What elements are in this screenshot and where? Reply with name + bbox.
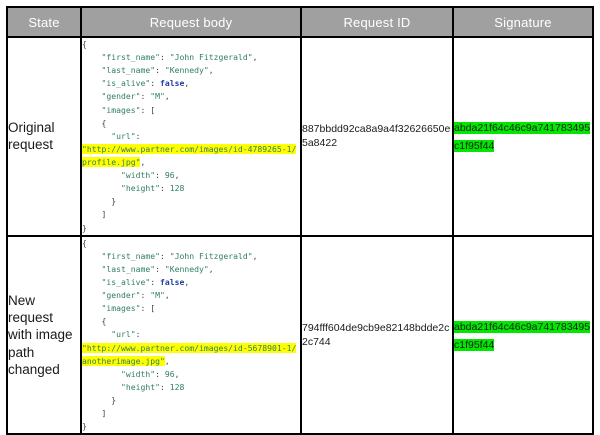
json-value-gender: "M" [150,91,165,102]
json-key-gender: "gender" [101,290,141,301]
json-value-gender: "M" [150,290,165,301]
json-colon: : [155,170,160,181]
json-value-width: 96 [164,170,175,181]
json-comma: , [164,355,170,366]
json-colon: : [159,183,165,194]
cell-state: New request with image path changed [6,234,82,435]
json-snippet: { "first_name": "John Fitzgerald", "last… [82,38,300,235]
table-row: New request with image path changed { "f… [6,234,594,435]
json-colon: : [135,329,141,340]
json-value-height: 128 [169,381,185,392]
json-comma: , [164,290,170,301]
json-key-images: "images" [101,303,141,314]
json-comma: , [164,91,170,102]
json-key-url: "url" [111,130,136,141]
json-colon: : [140,104,146,115]
json-colon: : [155,368,160,379]
json-comma: , [140,156,146,167]
json-colon: : [159,250,165,261]
signature-highlight: abda21f64c46c9a741783495c1f95f44 [454,320,591,351]
json-value-url-highlighted: "http://www.partner.com/images/id-567890… [82,342,297,366]
json-comma: , [252,250,258,261]
json-colon: : [150,78,156,89]
json-value-first-name: "John Fitzgerald" [169,250,253,261]
json-key-first-name: "first_name" [101,250,160,261]
json-comma: , [184,78,190,89]
json-brace-open: { [82,237,87,248]
json-colon: : [159,381,165,392]
json-brace-open: { [82,39,87,49]
json-brace-close-image: } [111,196,117,207]
column-header-request-id: Request ID [300,6,454,38]
json-value-url-highlighted: "http://www.partner.com/images/id-478926… [82,143,297,167]
json-key-first-name: "first_name" [101,52,160,63]
table-header: State Request body Request ID Signature [6,6,594,38]
table-header-row: State Request body Request ID Signature [6,6,594,38]
json-comma: , [208,65,214,76]
json-key-is-alive: "is_alive" [101,276,151,287]
json-comma: , [184,276,190,287]
json-colon: : [135,130,141,141]
cell-request-body: { "first_name": "John Fitzgerald", "last… [80,36,302,237]
json-value-last-name: "Kennedy" [164,263,209,274]
json-value-last-name: "Kennedy" [164,65,209,76]
json-comma: , [174,170,180,181]
json-bracket-open: [ [150,303,156,314]
json-key-gender: "gender" [101,91,141,102]
json-key-images: "images" [101,104,141,115]
signature-highlight: abda21f64c46c9a741783495c1f95f44 [454,122,591,153]
json-key-last-name: "last_name" [101,65,156,76]
table-row: Original request { "first_name": "John F… [6,36,594,237]
column-header-request-body: Request body [80,6,302,38]
json-brace-open-image: { [101,117,107,128]
json-value-height: 128 [169,183,185,194]
cell-request-id: 794fff604de9cb9e82148bdde2c2c744 [300,234,454,435]
json-comma: , [252,52,258,63]
json-key-width: "width" [120,368,156,379]
json-key-height: "height" [120,381,160,392]
json-key-url: "url" [111,329,136,340]
cell-request-body: { "first_name": "John Fitzgerald", "last… [80,234,302,435]
json-key-is-alive: "is_alive" [101,78,151,89]
json-brace-open-image: { [101,316,107,327]
json-key-last-name: "last_name" [101,263,156,274]
json-bracket-open: [ [150,104,156,115]
json-value-is-alive: false [159,78,185,89]
json-bracket-close: ] [101,408,107,419]
request-signature-table-container: State Request body Request ID Signature … [6,6,594,435]
json-colon: : [155,263,160,274]
json-value-width: 96 [164,368,175,379]
column-header-signature: Signature [452,6,594,38]
json-colon: : [140,303,146,314]
json-brace-close: } [82,222,87,233]
request-signature-table: State Request body Request ID Signature … [6,6,594,435]
cell-request-id: 887bbdd92ca8a9a4f32626650e5a8422 [300,36,454,237]
json-value-first-name: "John Fitzgerald" [169,52,253,63]
json-bracket-close: ] [101,209,107,220]
json-colon: : [140,91,146,102]
json-snippet: { "first_name": "John Fitzgerald", "last… [82,237,300,434]
cell-state: Original request [6,36,82,237]
json-colon: : [155,65,160,76]
json-comma: , [208,263,214,274]
json-comma: , [174,368,180,379]
json-brace-close-image: } [111,394,117,405]
cell-signature: abda21f64c46c9a741783495c1f95f44 [452,234,594,435]
cell-signature: abda21f64c46c9a741783495c1f95f44 [452,36,594,237]
column-header-state: State [6,6,82,38]
table-body: Original request { "first_name": "John F… [6,36,594,435]
json-colon: : [150,276,156,287]
json-value-is-alive: false [159,276,185,287]
json-key-width: "width" [120,170,156,181]
json-colon: : [140,290,146,301]
json-colon: : [159,52,165,63]
json-key-height: "height" [120,183,160,194]
